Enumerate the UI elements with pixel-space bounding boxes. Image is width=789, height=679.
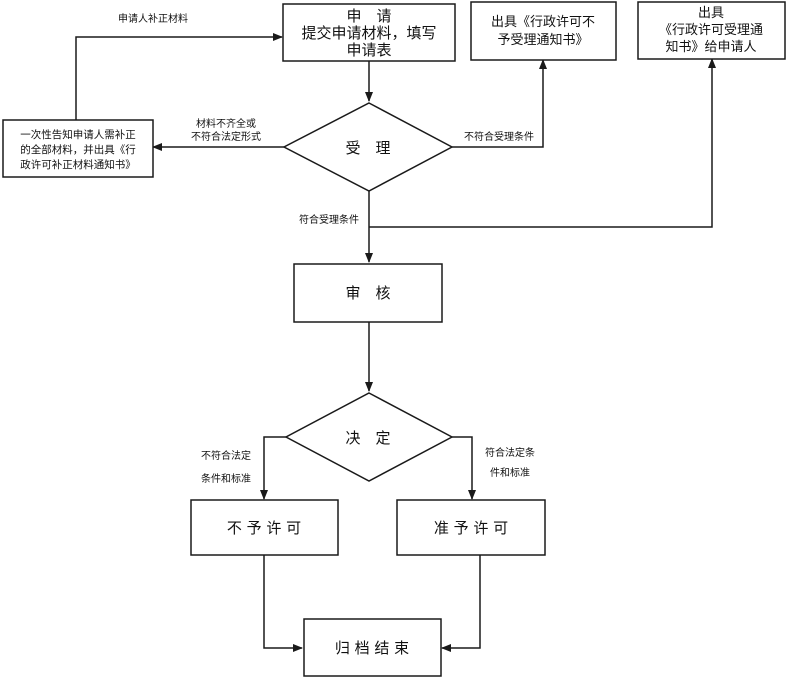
- node-accept: 受 理: [282, 102, 454, 192]
- edge-label-legal-2: 件和标准: [490, 467, 530, 479]
- edge-supplement-to-apply: [75, 33, 283, 120]
- node-reject-notice: 出具《行政许可不 予受理通知书》: [470, 1, 617, 61]
- node-accept-label: 受 理: [345, 139, 390, 157]
- edge-label-not-eligible: 不符合受理条件: [464, 130, 534, 143]
- edge-accept-to-reject-notice: [452, 59, 547, 148]
- node-reject-notice-line-1: 出具《行政许可不: [491, 15, 595, 30]
- node-supplement-notice: 一次性告知申请人需补正 的全部材料，并出具《行 政许可补正材料通知书》: [2, 119, 154, 178]
- edge-label-legal-1: 符合法定条: [485, 446, 535, 459]
- node-accept-notice-line-3: 知书》给申请人: [665, 39, 756, 55]
- edge-to-accept-notice: [369, 58, 716, 228]
- node-supplement-line-3: 政许可补正材料通知书》: [20, 158, 136, 171]
- edge-label-eligible: 符合受理条件: [299, 213, 359, 226]
- node-decide-label: 决 定: [345, 429, 390, 447]
- node-review: 审 核: [293, 263, 443, 323]
- node-grant: 准 予 许 可: [396, 499, 546, 556]
- edge-deny-to-archive: [263, 555, 303, 652]
- node-archive: 归 档 结 束: [303, 618, 442, 677]
- node-accept-notice: 出具 《行政许可受理通 知书》给申请人: [637, 1, 786, 60]
- node-apply-line-2: 提交申请材料，填写: [301, 24, 436, 42]
- node-deny: 不 予 许 可: [190, 499, 339, 556]
- node-apply: 申 请 提交申请材料，填写 申请表: [282, 3, 456, 62]
- edge-label-resubmit: 申请人补正材料: [118, 12, 188, 25]
- node-supplement-line-1: 一次性告知申请人需补正: [20, 128, 136, 141]
- node-apply-line-1: 申 请: [346, 7, 391, 25]
- node-accept-notice-line-2: 《行政许可受理通: [659, 23, 763, 38]
- edge-label-incomplete-1: 材料不齐全或: [196, 117, 256, 130]
- node-supplement-line-2: 的全部材料，并出具《行: [20, 143, 136, 156]
- node-accept-notice-line-1: 出具: [698, 6, 724, 21]
- node-deny-label: 不 予 许 可: [227, 519, 301, 537]
- node-review-label: 审 核: [345, 284, 390, 302]
- node-decide: 决 定: [284, 392, 454, 482]
- node-apply-line-3: 申请表: [346, 41, 391, 59]
- edge-decide-to-deny: [260, 436, 286, 500]
- edge-label-incomplete-2: 不符合法定形式: [191, 130, 261, 143]
- edge-label-not-legal-2: 条件和标准: [201, 472, 251, 485]
- node-grant-label: 准 予 许 可: [434, 519, 508, 537]
- edge-decide-to-grant: [452, 436, 476, 500]
- edge-label-not-legal-1: 不符合法定: [201, 449, 251, 462]
- node-archive-label: 归 档 结 束: [335, 639, 409, 657]
- node-reject-notice-line-2: 予受理通知书》: [497, 32, 588, 48]
- edge-grant-to-archive: [441, 555, 481, 652]
